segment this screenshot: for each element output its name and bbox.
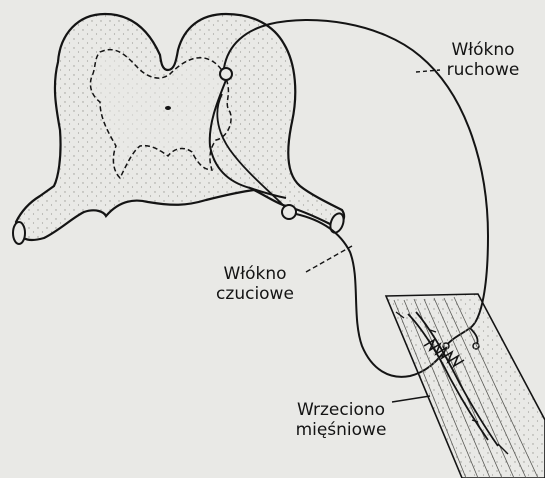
sensory-fiber-leader	[306, 246, 352, 272]
motor-fiber-label-line2: ruchowe	[438, 60, 528, 80]
motor-neuron-cell-body	[220, 68, 232, 80]
sensory-ganglion-cell-body	[282, 205, 296, 219]
sensory-fiber-label-line1: Włókno	[206, 264, 304, 284]
spinal-cord	[16, 14, 344, 240]
muscle-spindle-label-line1: Wrzeciono	[288, 400, 394, 420]
muscle	[386, 294, 545, 478]
sensory-fiber-label-line2: czuciowe	[206, 284, 304, 304]
muscle-spindle-leader	[392, 396, 430, 402]
motor-fiber-label: Włókno ruchowe	[438, 40, 528, 80]
left-nerve-root-stump	[13, 222, 25, 244]
central-canal	[165, 106, 171, 110]
muscle-spindle-label: Wrzeciono mięśniowe	[288, 400, 394, 440]
motor-fiber-label-line1: Włókno	[438, 40, 528, 60]
sensory-fiber-label: Włókno czuciowe	[206, 264, 304, 304]
muscle-spindle-label-line2: mięśniowe	[288, 420, 394, 440]
